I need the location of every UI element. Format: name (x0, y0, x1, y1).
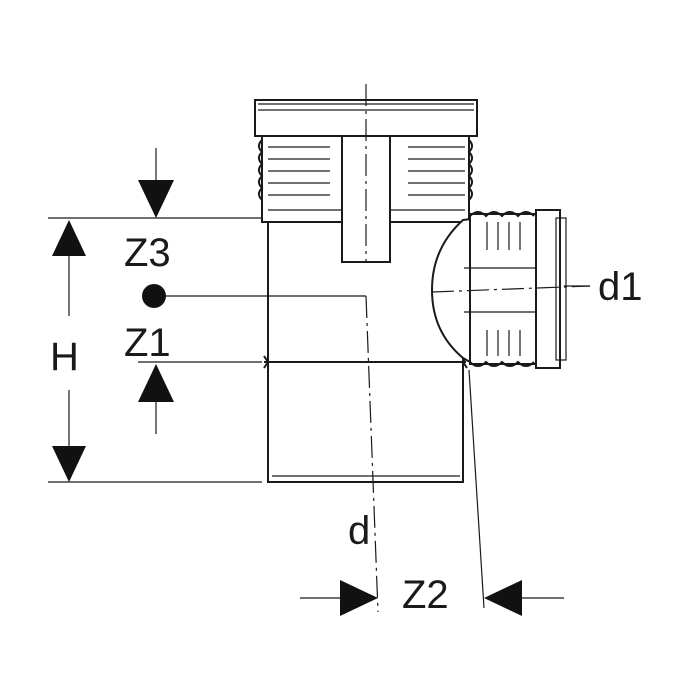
reference-point-dot (142, 284, 166, 308)
h-dimension-arrows (52, 220, 86, 482)
label-d: d (348, 509, 370, 553)
centerlines (365, 84, 591, 613)
extension-lines (48, 217, 590, 609)
z2-dimension-arrows (300, 580, 564, 616)
main-pipe-body (263, 219, 468, 483)
label-z1: Z1 (124, 321, 171, 365)
label-z2: Z2 (402, 573, 449, 617)
z3-arrow (138, 148, 174, 218)
label-d1: d1 (598, 265, 643, 309)
z1-arrow (138, 364, 174, 434)
label-h: H (50, 335, 79, 379)
label-z3: Z3 (124, 231, 171, 275)
side-branch (430, 209, 567, 369)
